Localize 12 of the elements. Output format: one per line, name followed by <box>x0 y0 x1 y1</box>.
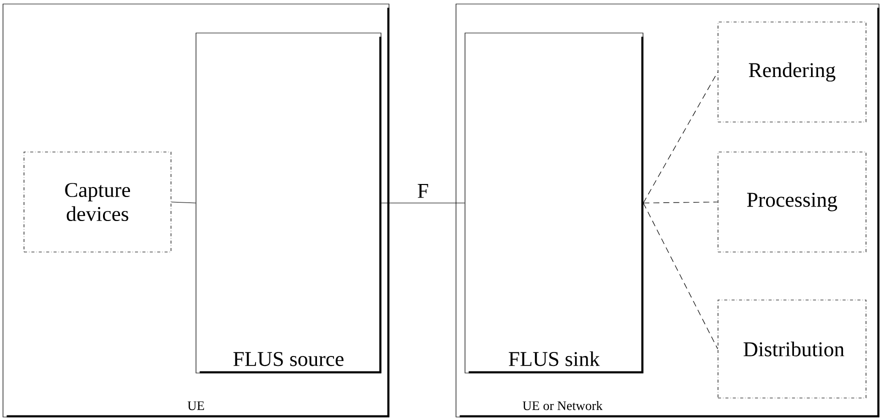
endpoint-box: FLUS sink <box>464 32 644 374</box>
function-box: Rendering <box>718 22 866 122</box>
function-box: Capture devices <box>24 152 172 252</box>
edge-label: F <box>416 183 430 199</box>
function-box: Processing <box>718 152 866 252</box>
connector-line <box>171 202 196 204</box>
connector-line <box>643 202 718 204</box>
connector-line <box>643 202 718 350</box>
connector-line <box>381 202 465 204</box>
connector-line <box>643 72 718 204</box>
function-box: Distribution <box>718 300 866 398</box>
endpoint-box: FLUS source <box>196 32 382 374</box>
